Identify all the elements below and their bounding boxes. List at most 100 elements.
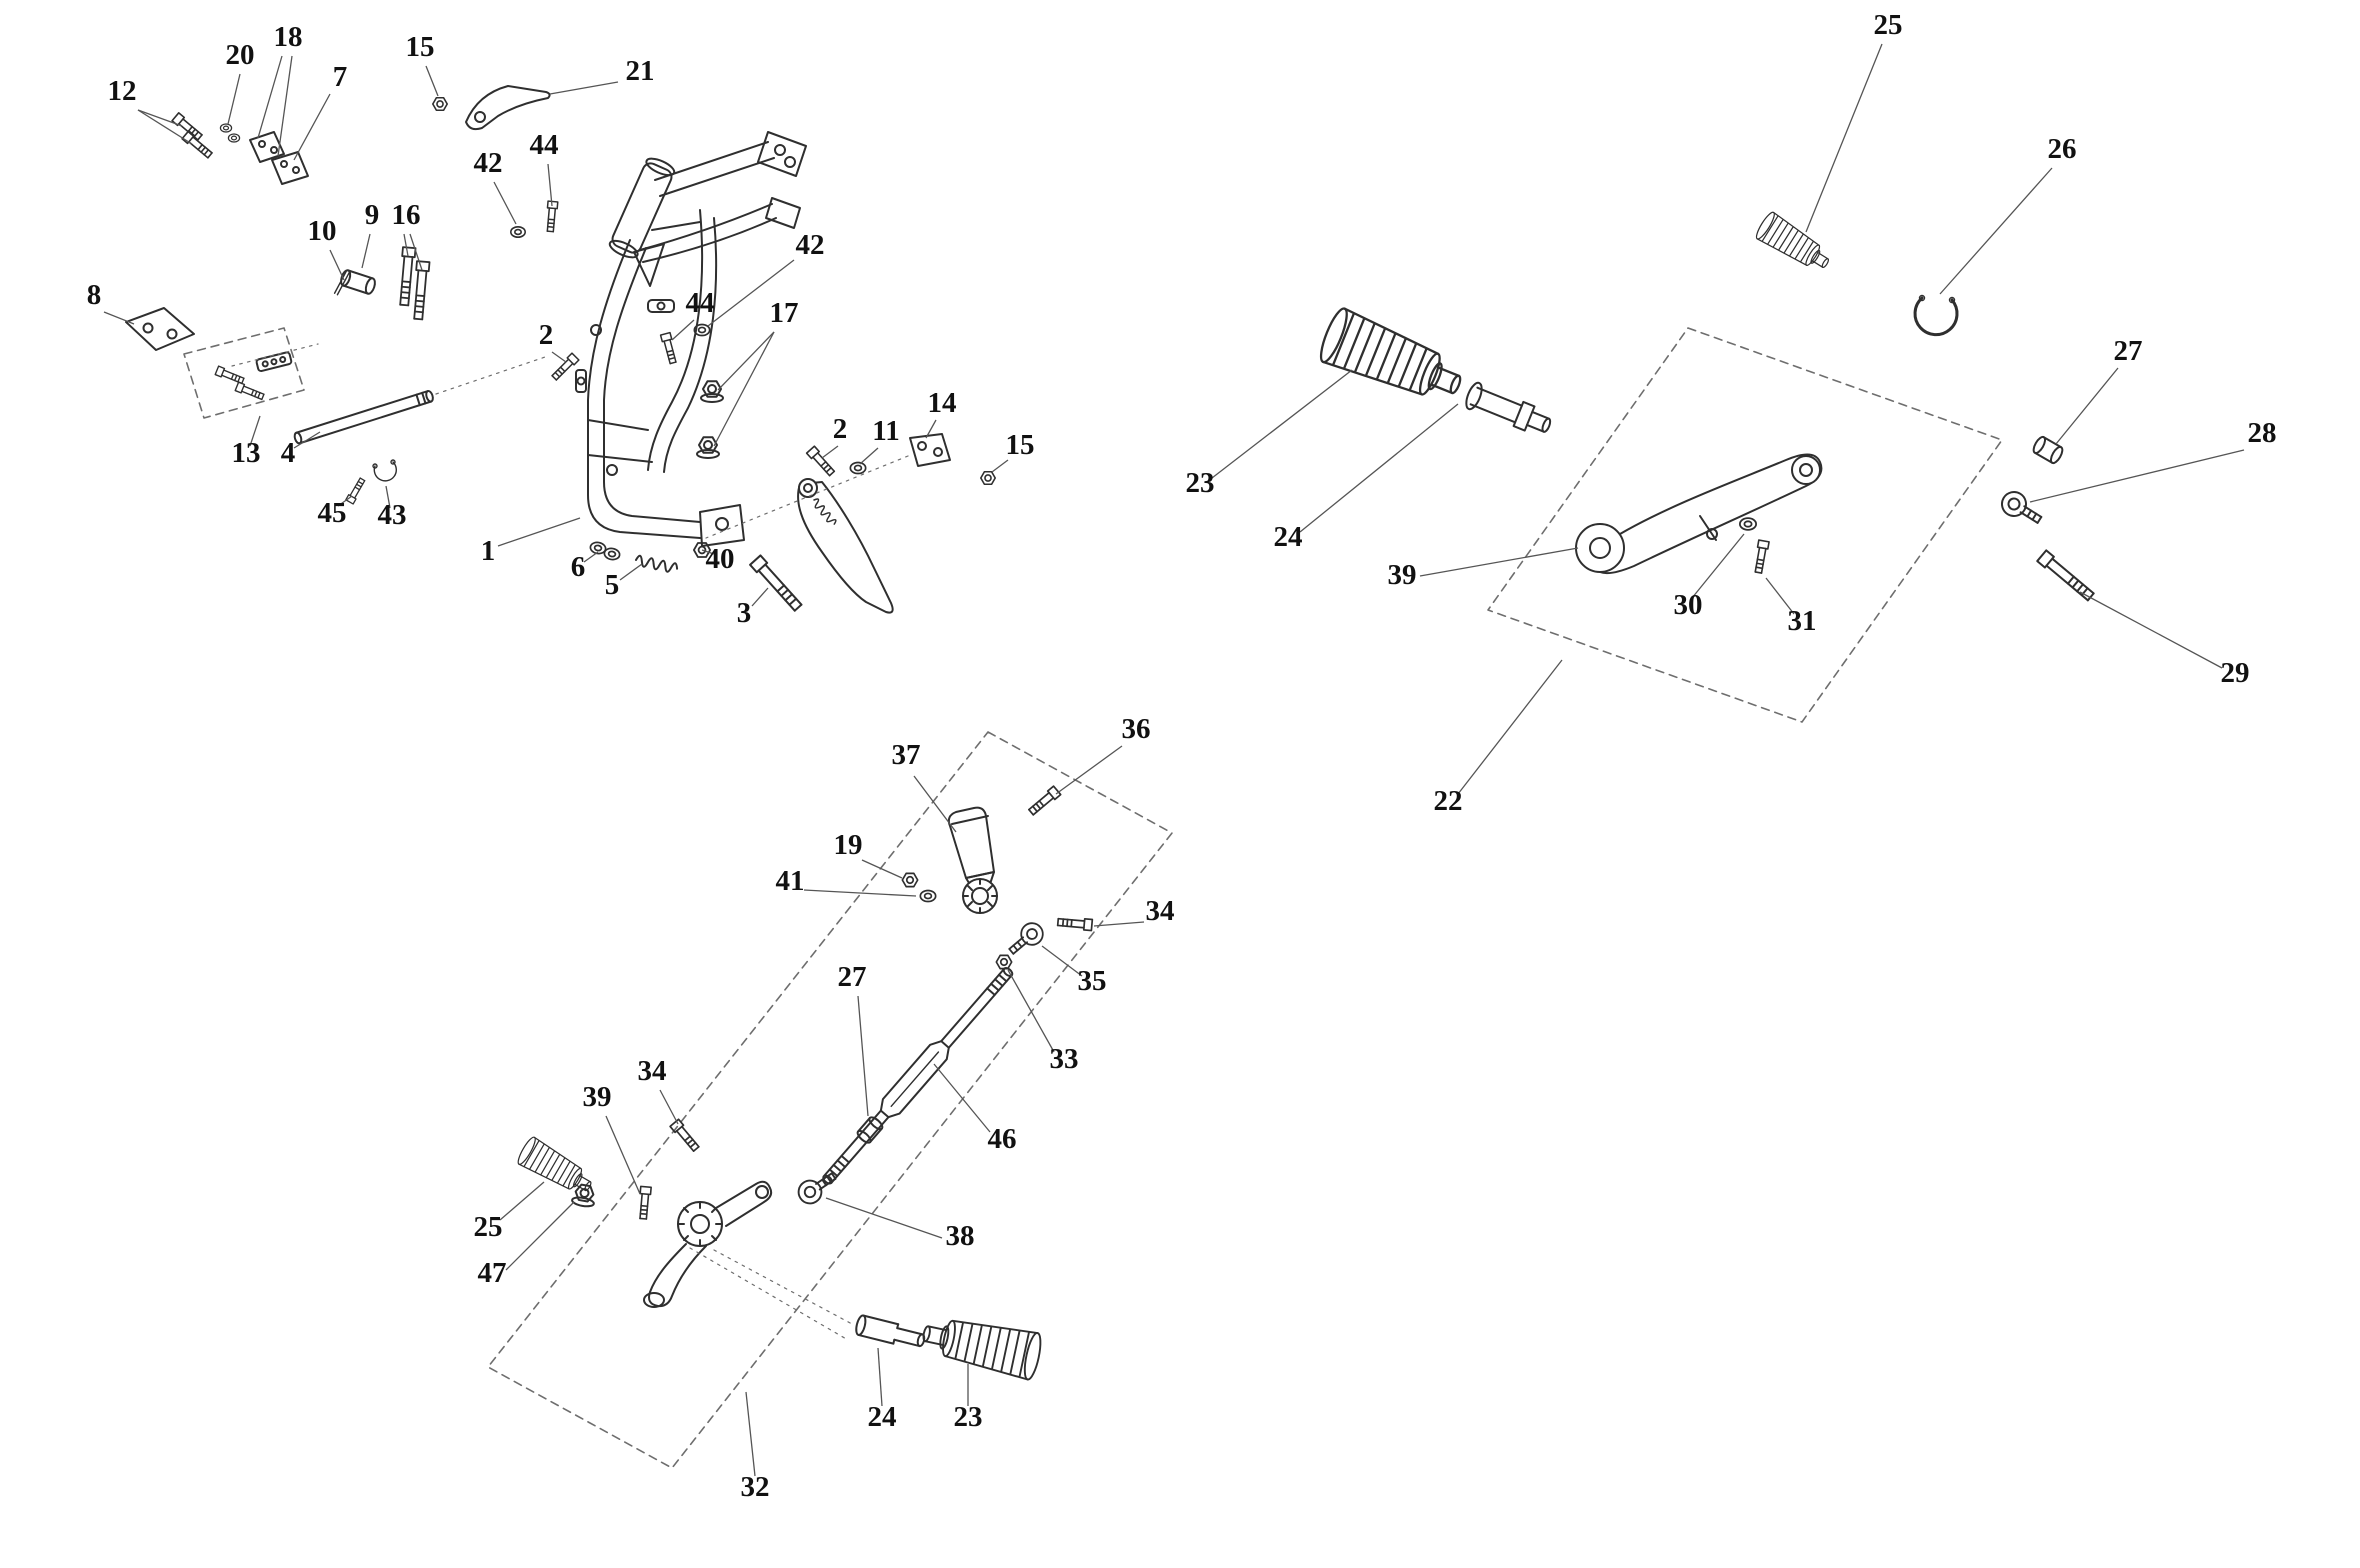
leader-line-24b (877, 1347, 883, 1407)
callout-6: 6 (571, 551, 586, 583)
leader-line-35 (1041, 945, 1083, 977)
frame-assembly-group (125, 85, 997, 614)
callout-42b: 42 (796, 229, 825, 261)
callout-38: 38 (946, 1220, 975, 1252)
leader-line-46 (933, 1063, 991, 1133)
callout-32: 32 (741, 1471, 770, 1503)
leader-line-31 (1765, 577, 1795, 615)
spacer-27-right (2032, 435, 2064, 465)
leader-line-41 (803, 889, 917, 897)
leader-line-42b (707, 259, 795, 327)
callout-27b: 27 (838, 961, 867, 993)
leader-line-4 (293, 431, 321, 449)
bracket-plate-7 (271, 151, 309, 185)
leader-line-6 (583, 551, 599, 563)
leader-line-28 (2029, 449, 2245, 503)
hook-bracket-21 (465, 85, 551, 131)
leader-line-2a (551, 351, 567, 363)
bolt-29 (2036, 549, 2097, 604)
bracket-plate-18 (249, 131, 285, 163)
nut-19 (901, 872, 919, 888)
mount-bolt-12-a (171, 112, 205, 143)
footpeg-25-lower (514, 1134, 598, 1202)
leader-line-27a (2055, 367, 2119, 445)
callout-40: 40 (706, 543, 735, 575)
leader-line-21 (549, 81, 619, 95)
hardware-kit-13 (183, 327, 305, 419)
mount-bolt-12-b (181, 130, 215, 161)
callout-10: 10 (308, 215, 337, 247)
leader-line-40 (701, 549, 715, 555)
callout-14: 14 (928, 387, 957, 419)
callout-7: 7 (333, 61, 348, 93)
leader-line-44b (671, 319, 695, 341)
callout-36: 36 (1122, 713, 1151, 745)
leader-line-16 (403, 233, 409, 257)
leader-line-19 (861, 859, 903, 879)
jam-nut-33 (995, 954, 1013, 970)
leader-line-43 (385, 485, 391, 509)
leader-line-12 (137, 109, 193, 145)
leader-line-34a (1093, 921, 1145, 927)
callout-25a: 25 (1874, 9, 1903, 41)
callout-8: 8 (87, 279, 102, 311)
callout-26: 26 (2048, 133, 2077, 165)
callout-29: 29 (2221, 657, 2250, 689)
leader-line-1 (497, 517, 581, 547)
callout-3: 3 (737, 597, 752, 629)
leader-line-32 (745, 1391, 756, 1477)
nut-15-top (431, 96, 449, 112)
bolt-31 (1752, 539, 1770, 575)
callout-23a: 23 (1186, 467, 1215, 499)
leader-line-38 (825, 1197, 943, 1239)
leader-line-3 (751, 587, 769, 607)
callout-41: 41 (776, 865, 805, 897)
rod-end-35 (1003, 917, 1049, 961)
leader-line-30 (1691, 533, 1745, 599)
screw-45 (345, 476, 367, 505)
callout-25b: 25 (474, 1211, 503, 1243)
callout-39b: 39 (583, 1081, 612, 1113)
leader-line-26 (1939, 167, 2053, 295)
bolt-2-frame (550, 352, 580, 382)
callout-22: 22 (1434, 785, 1463, 817)
callout-18: 18 (274, 21, 303, 53)
washer-30 (1739, 517, 1757, 531)
callout-39a: 39 (1388, 559, 1417, 591)
leader-line-39b (605, 1115, 641, 1195)
leader-line-16 (409, 233, 423, 271)
bracket-plate-8 (125, 307, 195, 351)
callout-2a: 2 (539, 319, 554, 351)
spacer-27-lower (856, 1116, 884, 1144)
callout-34a: 34 (1146, 895, 1175, 927)
callout-23b: 23 (954, 1401, 983, 1433)
leader-line-27b (857, 995, 869, 1117)
leader-line-34b (659, 1089, 679, 1125)
leader-line-42a (493, 181, 517, 225)
leader-line-14 (925, 419, 937, 439)
callout-1: 1 (481, 535, 496, 567)
leader-line-10 (329, 249, 345, 281)
bolt-39-lower (637, 1185, 652, 1220)
leader-line-24a (1299, 403, 1459, 533)
washer-6-b (602, 546, 622, 562)
callout-24a: 24 (1274, 521, 1303, 553)
gearshift-assembly-group (487, 731, 1173, 1469)
callout-43: 43 (378, 499, 407, 531)
callout-47: 47 (478, 1257, 507, 1289)
leader-line-20 (227, 73, 241, 125)
leader-line-8 (103, 311, 135, 325)
callout-2b: 2 (833, 413, 848, 445)
callout-45: 45 (318, 497, 347, 529)
side-stand-leg (797, 478, 894, 614)
peg-bolt-24-right (1465, 381, 1552, 433)
c-clip-43 (372, 459, 397, 482)
callout-44b: 44 (686, 287, 715, 319)
nut-15-stand (979, 470, 997, 486)
callout-27a: 27 (2114, 335, 2143, 367)
gearshift-pedal-part (643, 1180, 773, 1308)
leader-line-39a (1419, 547, 1579, 577)
callout-28: 28 (2248, 417, 2277, 449)
leader-line-18 (277, 55, 293, 157)
